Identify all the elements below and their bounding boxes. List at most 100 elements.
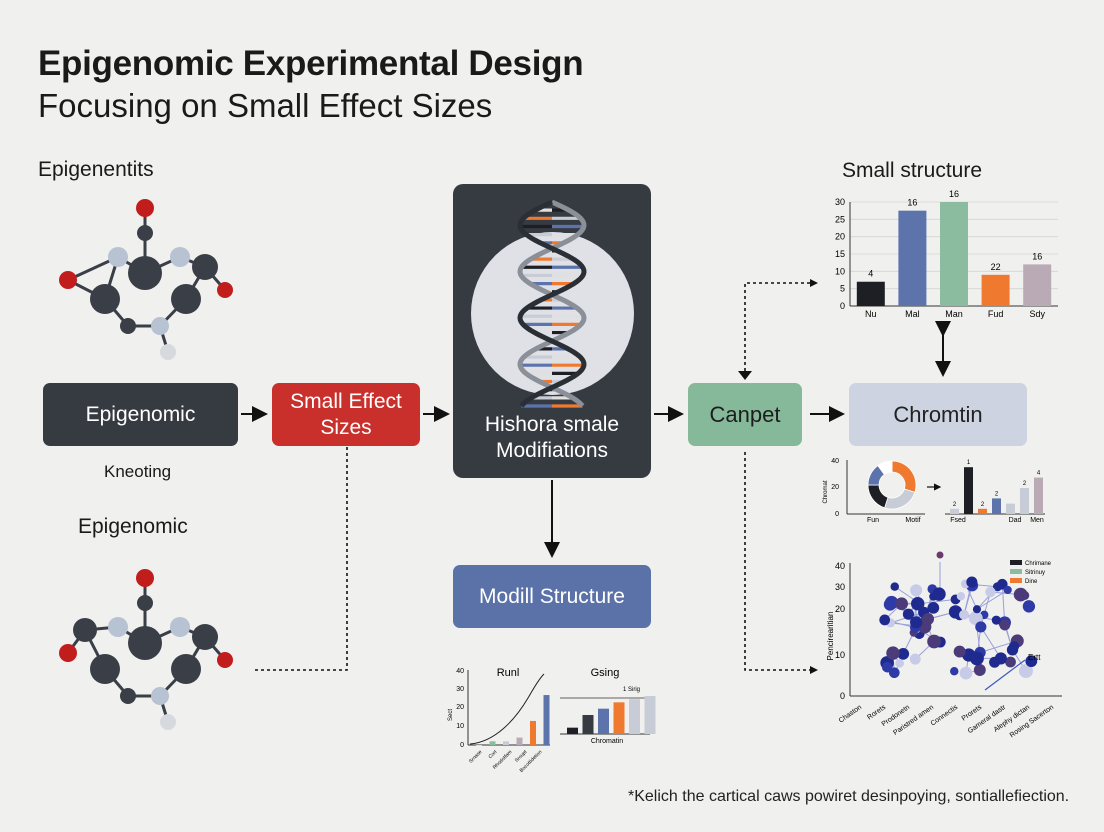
runl-ytick-0: 0	[460, 742, 464, 749]
net-node	[922, 612, 935, 625]
net-link	[919, 598, 956, 605]
net-link	[980, 591, 991, 628]
gsing-bars	[567, 696, 656, 734]
dna-helix-icon	[517, 199, 587, 408]
mini-bar	[992, 498, 1001, 514]
ytick-label: 5	[840, 284, 845, 294]
net-node	[927, 602, 940, 614]
net-ytick-0: 0	[840, 691, 845, 701]
minibar-xlabel-3: Dad	[1009, 517, 1022, 524]
net-node	[895, 658, 904, 668]
runl-bar	[530, 720, 536, 745]
dotted-canpet-to-chart	[744, 282, 810, 377]
histone-modifications-box: Hishora smale Modifiations	[453, 184, 651, 478]
small-effect-line2: Sizes	[320, 415, 372, 439]
bar-category-label: Mal	[905, 309, 920, 319]
net-node	[902, 608, 915, 620]
net-node	[973, 664, 986, 676]
mini-bar	[1020, 488, 1029, 514]
net-node	[975, 621, 987, 633]
bar-data-label: 22	[991, 262, 1001, 272]
mini-bar-label: 1	[967, 460, 971, 466]
net-ytick-30: 30	[835, 582, 845, 592]
epigenomic-box: Epigenomic	[43, 383, 238, 446]
net-node	[1025, 655, 1038, 668]
ytick-label: 20	[835, 232, 845, 242]
mini-bar	[1034, 477, 1043, 514]
gsing-annotation: 1 Sirig	[623, 687, 640, 693]
pie-slices	[867, 460, 917, 510]
net-node	[936, 551, 944, 559]
bar	[940, 202, 968, 306]
net-link	[980, 626, 1002, 659]
net-node	[959, 666, 973, 680]
runl-title: Runl	[497, 667, 520, 679]
gsing-bar	[644, 696, 656, 734]
net-ylabel: Pencirearitian	[826, 612, 835, 661]
runl-ytick-30: 30	[456, 686, 464, 693]
mini-bar-label: 2	[981, 502, 985, 508]
legend-label: Chrimane	[1025, 561, 1052, 567]
bar-category-label: Fud	[988, 309, 1004, 319]
net-ytick-10: 10	[835, 650, 845, 660]
net-node	[890, 582, 899, 591]
pie-ytick-40: 40	[831, 458, 839, 465]
net-node	[911, 597, 925, 611]
net-node	[881, 661, 893, 673]
net-xtick: Rosing Sacerton	[1009, 704, 1055, 739]
pie-slice	[867, 484, 889, 509]
ytick-label: 10	[835, 266, 845, 276]
small-structure-chart: Small structure 0510152025304Nu16Mal16Ma…	[835, 159, 1058, 319]
net-annotation: Ertt	[1028, 653, 1041, 662]
net-node	[927, 634, 942, 649]
gsing-bar	[567, 727, 578, 734]
modill-structure-box: Modill Structure	[453, 565, 651, 628]
pie-slice	[877, 460, 893, 476]
minibar-xlabel-0: Fsed	[950, 517, 966, 524]
runl-ylabel: Sect	[448, 709, 454, 721]
net-ytick-40: 40	[835, 561, 845, 571]
footnote: *Kelich the cartical caws powiret desinp…	[628, 788, 1070, 805]
legend-swatch	[1010, 560, 1022, 565]
net-node	[895, 597, 908, 611]
bar	[1023, 264, 1052, 306]
net-node	[1018, 664, 1033, 679]
bar-category-label: Man	[945, 309, 963, 319]
net-node	[932, 587, 946, 601]
net-node	[1003, 585, 1012, 595]
bar-data-label: 16	[907, 198, 917, 208]
legend-swatch	[1010, 569, 1022, 574]
net-node	[992, 582, 1003, 592]
molecule-bottom-icon	[59, 569, 233, 730]
pie-xlabel-1: Motif	[905, 517, 920, 524]
net-node	[959, 609, 969, 620]
ytick-label: 0	[840, 301, 845, 311]
net-node	[966, 576, 978, 588]
bar-category-label: Sdy	[1029, 309, 1045, 319]
net-node	[1005, 656, 1016, 668]
net-node	[985, 586, 996, 598]
runl-xlabel: Srnase	[468, 749, 484, 765]
central-line2: Modifiations	[495, 439, 609, 462]
runl-bars	[476, 695, 550, 746]
net-node	[1013, 587, 1028, 602]
net-node	[953, 645, 966, 658]
pie-slice	[884, 488, 916, 510]
pie-ylabel: Chromat	[823, 480, 829, 503]
small-structure-title: Small structure	[842, 159, 982, 182]
bar	[981, 274, 1010, 306]
gsing-bar	[613, 702, 625, 734]
bar-data-label: 4	[868, 269, 873, 279]
net-node	[972, 605, 982, 614]
net-node	[1009, 641, 1020, 652]
ytick-label: 30	[835, 197, 845, 207]
histone-modifications-label: Hishora smale Modifiations	[453, 412, 651, 464]
dotted-effect-to-molecule	[255, 447, 348, 671]
canpet-box: Canpet	[688, 383, 802, 446]
pie-xlabel-0: Fun	[867, 517, 879, 524]
bar-data-label: 16	[949, 189, 959, 199]
